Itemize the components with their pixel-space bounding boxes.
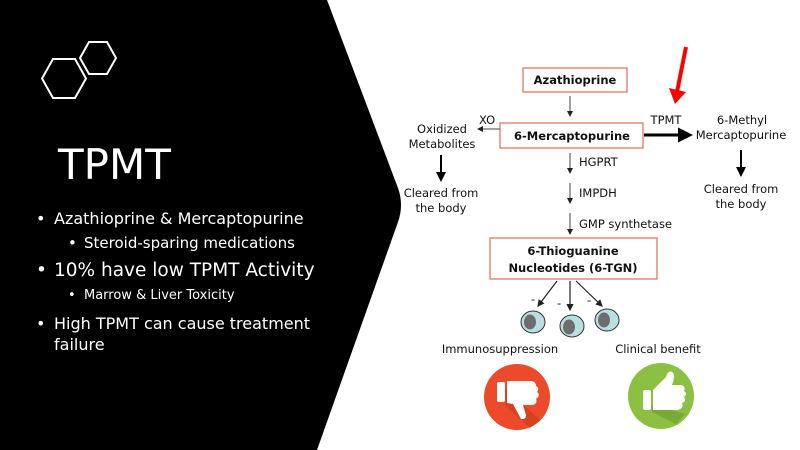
oxidized-label-line1: Oxidized — [417, 122, 467, 136]
arrow-branch-left — [537, 280, 558, 307]
oxidized-label-line2: Metabolites — [409, 137, 476, 151]
gmp-label: GMP synthetase — [579, 217, 672, 231]
minus-right: - — [587, 293, 591, 307]
bullet-item: 10% have low TPMT Activity — [36, 259, 356, 283]
cleared-left-line1: Cleared from — [404, 186, 479, 200]
minus-left: - — [531, 292, 535, 306]
impdh-label: IMPDH — [579, 186, 617, 200]
thumbs-down-icon — [484, 364, 550, 430]
sub-bullet-item: Marrow & Liver Toxicity — [36, 287, 356, 305]
azathioprine-label: Azathioprine — [534, 73, 617, 87]
tgn-box — [489, 237, 658, 280]
cleared-left-line2: the body — [416, 201, 467, 215]
mercaptopurine-label: 6-Mercaptopurine — [514, 129, 630, 143]
cell-icon — [520, 310, 546, 334]
azathioprine-box — [522, 67, 628, 93]
immunosuppression-label: Immunosuppression — [442, 342, 558, 356]
cell-icon — [559, 314, 585, 338]
methyl-label-line2: Mercaptopurine — [696, 128, 787, 142]
arrow-branch-right — [575, 280, 603, 307]
thumbs-up-icon — [628, 363, 694, 429]
hgprt-label: HGPRT — [579, 155, 619, 169]
cleared-right-line2: the body — [716, 197, 767, 211]
xo-label: XO — [479, 113, 495, 127]
clinical-benefit-label: Clinical benefit — [615, 342, 701, 356]
minus-center: - — [557, 296, 561, 310]
red-arrow — [675, 46, 688, 93]
tpmt-label: TPMT — [650, 113, 683, 127]
cleared-right-line1: Cleared from — [704, 182, 779, 196]
bullet-list: Azathioprine & Mercaptopurine Steroid-sp… — [36, 208, 356, 359]
slide-title: TPMT — [58, 140, 171, 189]
sub-bullet-item: Steroid-sparing medications — [36, 233, 356, 253]
tgn-label-line1: 6-Thioguanine — [527, 244, 618, 258]
tgn-label-line2: Nucleotides (6-TGN) — [508, 261, 637, 275]
bullet-item: Azathioprine & Mercaptopurine — [36, 208, 356, 229]
red-arrow-head — [669, 88, 686, 104]
bullet-item: High TPMT can cause treatment failure — [36, 313, 356, 355]
mercaptopurine-box — [499, 122, 644, 149]
hexagons-icon — [40, 41, 118, 99]
cell-icon — [594, 308, 620, 332]
methyl-label-line1: 6-Methyl — [717, 113, 767, 127]
